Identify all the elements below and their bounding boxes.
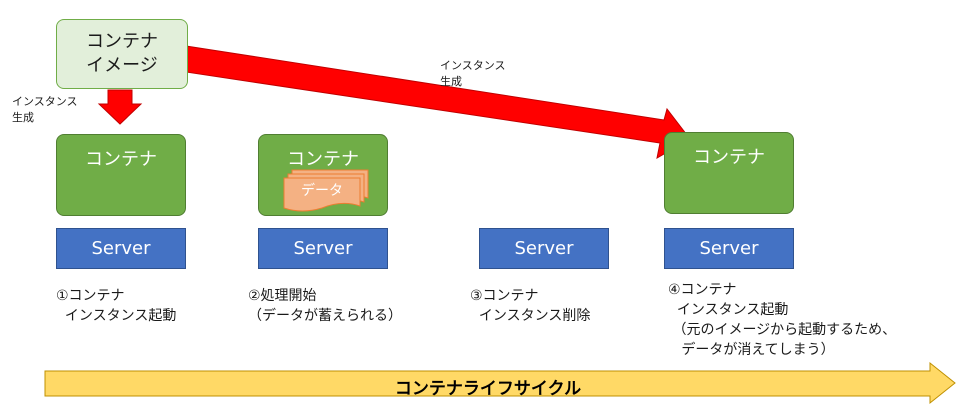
- data-label: データ: [301, 183, 343, 199]
- step2-caption: ②処理開始 （データが蓄えられる）: [248, 288, 402, 324]
- step3-caption: ③コンテナ インスタンス削除: [470, 288, 591, 324]
- step2-server-label: Server: [293, 238, 353, 259]
- step4-caption: ④コンテナ インスタンス起動 （元のイメージから起動するため、 データが消えてし…: [668, 282, 897, 358]
- step1-server-label: Server: [91, 238, 151, 259]
- instance-arrow-short: [97, 89, 143, 125]
- container-image-line1: コンテナ: [86, 31, 158, 52]
- step1-container: コンテナ: [56, 134, 186, 216]
- step2-server: Server: [258, 228, 388, 269]
- data-stack-icon: [283, 169, 369, 212]
- step1-server: Server: [56, 228, 186, 269]
- lifecycle-label: コンテナライフサイクル: [394, 379, 582, 399]
- step1-container-label: コンテナ: [85, 149, 157, 170]
- step4-container: コンテナ: [664, 132, 794, 214]
- step3-server: Server: [479, 228, 609, 269]
- long-arrow-label: インスタンス 生成: [440, 59, 506, 88]
- step4-server: Server: [664, 228, 794, 269]
- step4-container-label: コンテナ: [693, 147, 765, 168]
- container-image-box: コンテナ イメージ: [56, 19, 188, 89]
- step1-caption: ①コンテナ インスタンス起動: [56, 288, 177, 324]
- step2-container-label: コンテナ: [287, 149, 359, 170]
- step3-server-label: Server: [514, 238, 574, 259]
- container-image-line2: イメージ: [86, 55, 158, 76]
- lifecycle-arrow: [44, 361, 956, 405]
- step4-server-label: Server: [699, 238, 759, 259]
- short-arrow-label: インスタンス 生成: [12, 95, 78, 124]
